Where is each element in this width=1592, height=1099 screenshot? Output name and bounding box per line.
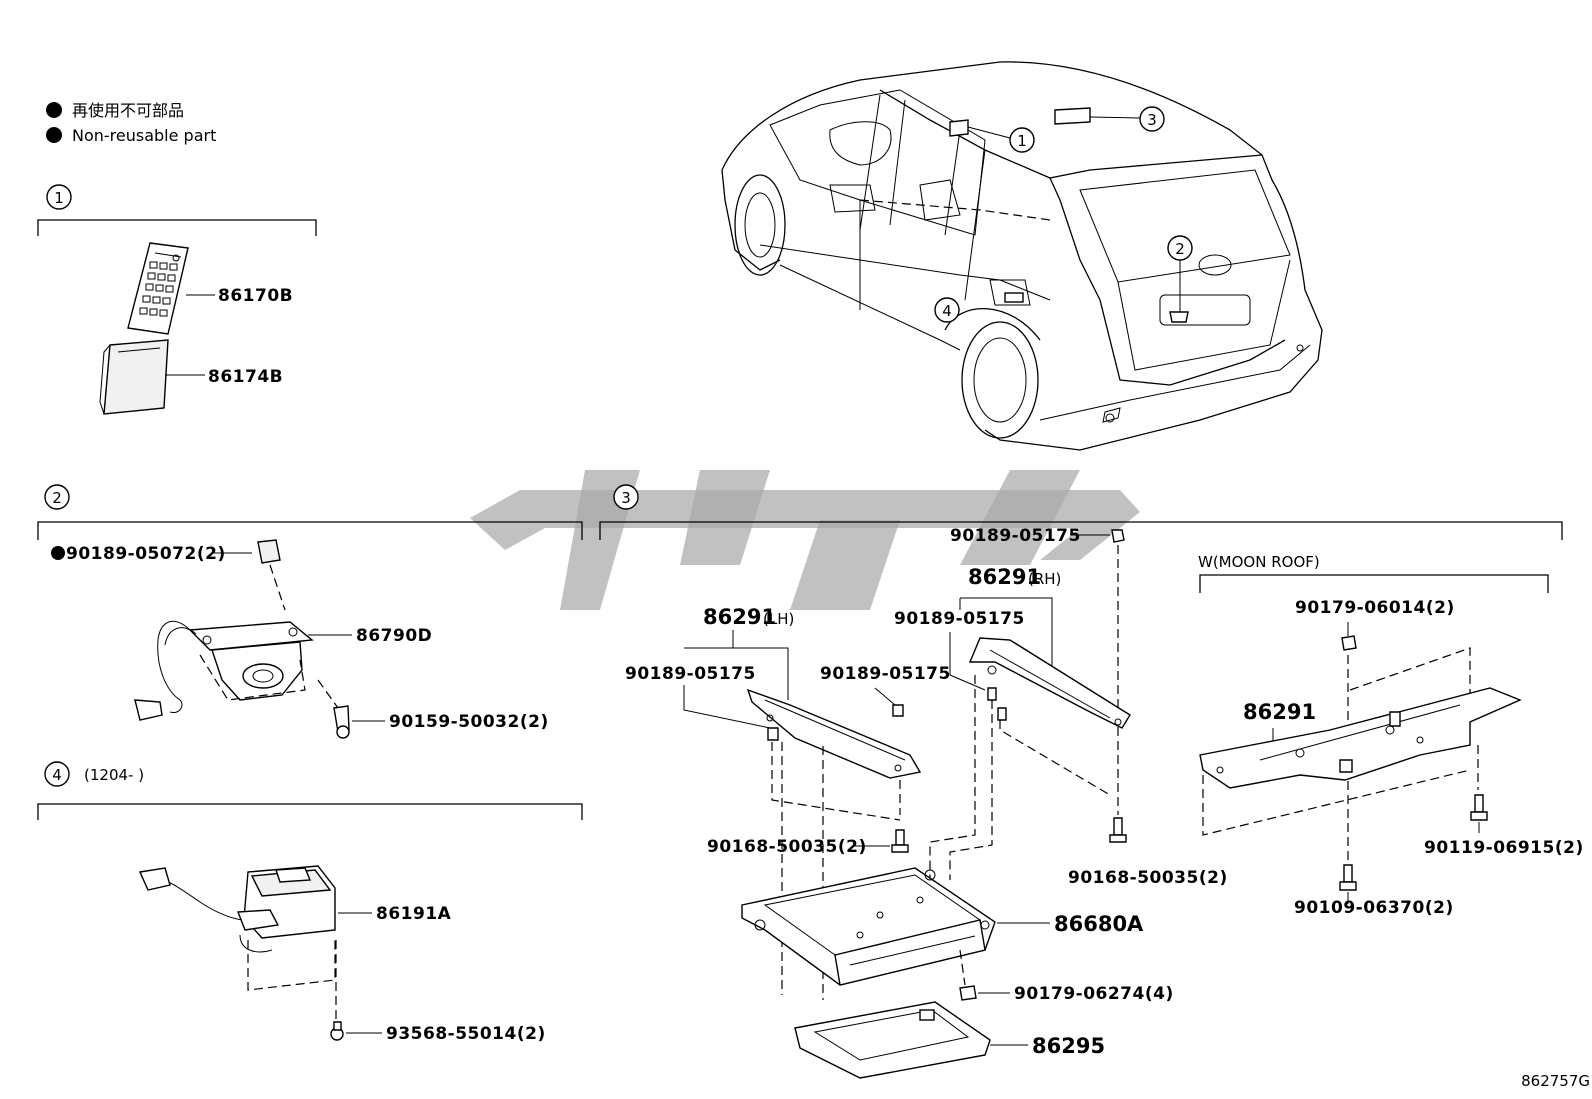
mr-nut-drawing — [1341, 635, 1357, 651]
camera-drawing — [134, 620, 314, 721]
part-90109-06370: 90109-06370(2) — [1294, 898, 1454, 918]
vehicle-callout-2: 2 — [1175, 240, 1185, 258]
section-3: 3 90189-05175 86291 (RH) 90189-05175 901… — [599, 484, 1584, 1079]
vehicle-drawing: 1 3 2 4 — [721, 61, 1323, 451]
clip-drawing — [257, 539, 281, 564]
part-90168-50035-rh: 90168-50035(2) — [1068, 868, 1228, 888]
section-4-note: (1204- ) — [84, 766, 144, 784]
section-1-number: 1 — [54, 189, 64, 207]
section-2-marker — [44, 484, 70, 510]
part-90168-50035-lh: 90168-50035(2) — [707, 837, 867, 857]
camera-screw-drawing — [333, 705, 350, 739]
legend: 再使用不可部品 Non-reusable part — [46, 101, 216, 145]
display-unit-drawing — [741, 867, 996, 986]
section-2-bracket — [37, 521, 583, 540]
section-4-marker — [44, 761, 70, 787]
part-86790D: 86790D — [356, 626, 432, 646]
part-90189-05175-lh-a: 90189-05175 — [625, 664, 756, 684]
moonroof-title: W(MOON ROOF) — [1198, 553, 1320, 571]
vehicle-callout-4: 4 — [942, 302, 952, 320]
part-90189-05175-lh-b: 90189-05175 — [820, 664, 951, 684]
part-90189-05175-rh-a: 90189-05175 — [894, 609, 1025, 629]
remote-holder-drawing — [99, 339, 169, 415]
mr-bolt-a-drawing — [1470, 794, 1488, 821]
section-1-bracket — [37, 219, 317, 236]
part-90179-06014: 90179-06014(2) — [1295, 598, 1455, 618]
part-90189-05175-rh-top: 90189-05175 — [950, 526, 1081, 546]
legend-en: Non-reusable part — [72, 126, 216, 145]
part-86291-lh-note: (LH) — [763, 610, 794, 628]
section-4: 4 (1204- ) 86191A 93568-55014(2) — [37, 761, 583, 1044]
part-90189-05072: 90189-05072(2) — [66, 544, 226, 564]
part-86174B: 86174B — [208, 367, 283, 387]
cover-drawing — [794, 1001, 991, 1079]
lh-bracket-drawing — [746, 688, 922, 779]
part-86291-moonroof: 86291 — [1243, 700, 1316, 724]
section-2-number: 2 — [52, 489, 62, 507]
section-1: 1 86170B 86174B — [37, 184, 317, 415]
part-86291-lh: 86291 — [703, 605, 776, 629]
switch-screw-drawing — [330, 1021, 344, 1041]
legend-jp: 再使用不可部品 — [72, 101, 184, 120]
remote-control-drawing — [127, 242, 189, 335]
non-reusable-dot-icon — [46, 102, 62, 118]
non-reusable-mark-icon — [51, 546, 65, 560]
part-86291-rh-note: (RH) — [1028, 570, 1061, 588]
section-1-marker — [46, 184, 72, 210]
figure-id: 862757G — [1521, 1072, 1590, 1090]
section-4-bracket — [37, 803, 583, 820]
switch-drawing — [138, 865, 336, 953]
nut-drawing — [959, 985, 977, 1001]
section-3-marker — [613, 484, 639, 510]
part-90179-06274: 90179-06274(4) — [1014, 984, 1174, 1004]
non-reusable-dot-icon — [46, 127, 62, 143]
lh-bolt-drawing — [891, 829, 909, 853]
part-86191A: 86191A — [376, 904, 452, 924]
section-4-number: 4 — [52, 766, 62, 784]
part-86170B: 86170B — [218, 286, 293, 306]
part-90159-50032: 90159-50032(2) — [389, 712, 549, 732]
section-3-number: 3 — [621, 489, 631, 507]
moonroof-bracket-drawing — [1199, 687, 1522, 789]
part-86680A: 86680A — [1054, 912, 1144, 936]
part-86295: 86295 — [1032, 1034, 1105, 1058]
section-3-bracket — [599, 521, 1563, 540]
part-86291-rh: 86291 — [968, 565, 1041, 589]
section-2: 2 90189-05072(2) 86790D 90159-500 — [37, 484, 583, 739]
vehicle-callout-3: 3 — [1147, 111, 1157, 129]
part-93568-55014: 93568-55014(2) — [386, 1024, 546, 1044]
moonroof-bracket — [1199, 574, 1549, 593]
mr-bolt-b-drawing — [1339, 864, 1357, 891]
vehicle-callout-1: 1 — [1017, 132, 1027, 150]
rh-bolt-drawing — [1109, 817, 1127, 843]
part-90119-06915: 90119-06915(2) — [1424, 838, 1584, 858]
rh-bracket-drawing — [968, 637, 1131, 729]
